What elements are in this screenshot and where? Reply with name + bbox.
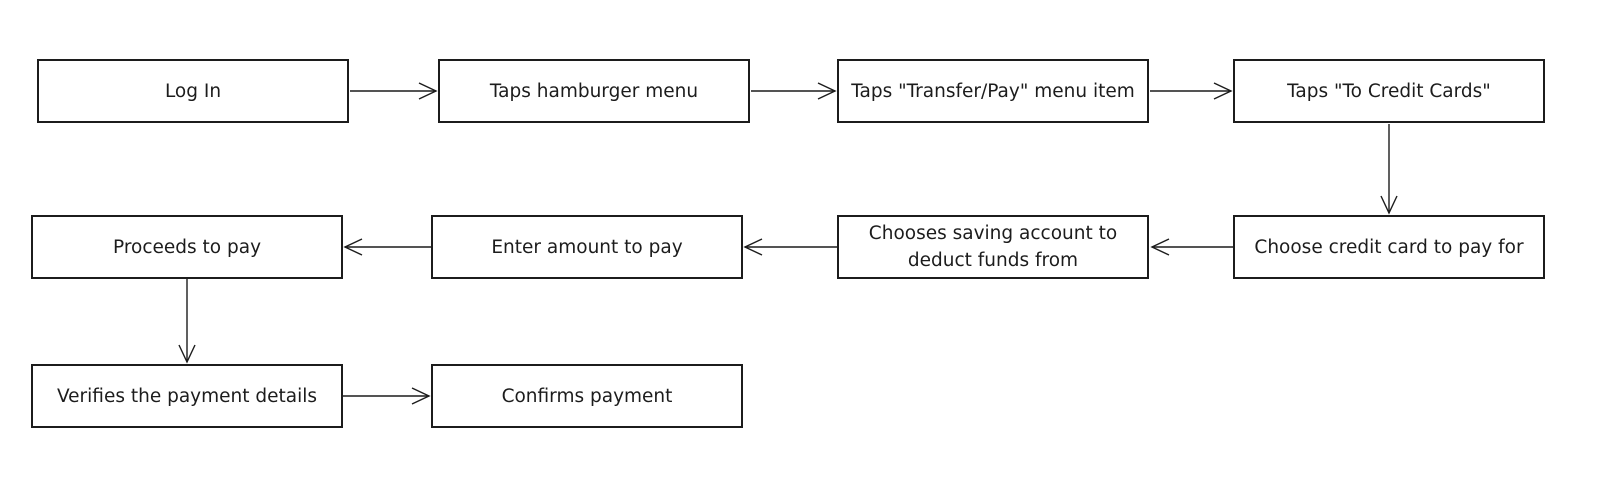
arrow-log-in-to-hamburger — [350, 82, 438, 100]
arrow-choose-card-to-saving-account — [1150, 238, 1233, 256]
node-proceeds-to-pay: Proceeds to pay — [31, 215, 343, 279]
node-taps-transfer-pay: Taps "Transfer/Pay" menu item — [837, 59, 1149, 123]
node-label: Verifies the payment details — [56, 385, 318, 407]
node-label: Taps "To Credit Cards" — [1287, 80, 1491, 102]
node-taps-hamburger-menu: Taps hamburger menu — [438, 59, 750, 123]
node-label: Proceeds to pay — [112, 236, 262, 258]
arrow-proceeds-to-verifies — [178, 279, 196, 364]
node-taps-to-credit-cards: Taps "To Credit Cards" — [1233, 59, 1545, 123]
node-verifies-payment-details: Verifies the payment details — [31, 364, 343, 428]
node-label: Taps "Transfer/Pay" menu item — [851, 80, 1135, 102]
node-chooses-saving-account: Chooses saving account to deduct funds f… — [837, 215, 1149, 279]
arrow-credit-cards-to-choose-card — [1380, 124, 1398, 215]
node-confirms-payment: Confirms payment — [431, 364, 743, 428]
node-label: Confirms payment — [501, 385, 673, 407]
node-log-in: Log In — [37, 59, 349, 123]
arrow-saving-account-to-enter-amount — [743, 238, 837, 256]
node-label: Choose credit card to pay for — [1254, 236, 1524, 258]
arrow-hamburger-to-transfer-pay — [751, 82, 837, 100]
node-choose-credit-card: Choose credit card to pay for — [1233, 215, 1545, 279]
node-label: Taps hamburger menu — [489, 80, 699, 102]
arrow-enter-amount-to-proceeds — [343, 238, 431, 256]
node-label: Log In — [164, 80, 222, 102]
node-enter-amount: Enter amount to pay — [431, 215, 743, 279]
node-label: Chooses saving account to deduct funds f… — [868, 223, 1118, 271]
node-label: Enter amount to pay — [491, 236, 683, 258]
arrow-verifies-to-confirms — [343, 387, 431, 405]
arrow-transfer-pay-to-credit-cards — [1150, 82, 1233, 100]
